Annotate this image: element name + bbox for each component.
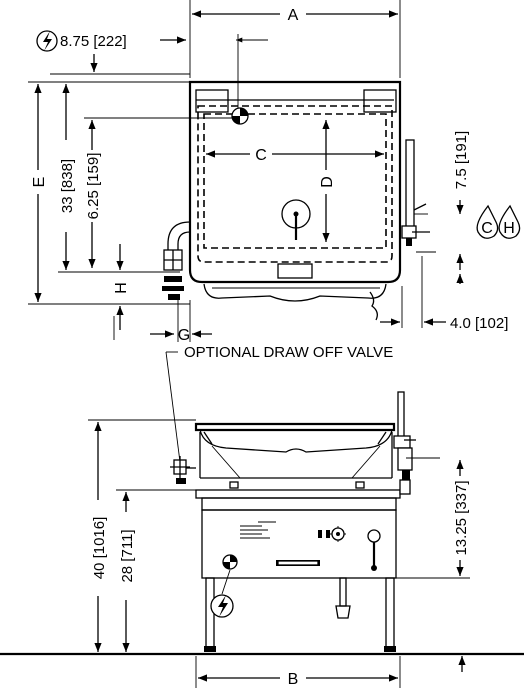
front-faucet [393,391,440,495]
tilt-handwheel [367,529,381,571]
draw-off-valve-callout: OPTIONAL DRAW OFF VALVE [165,344,393,463]
dimension-e: E [28,81,190,305]
dim-13-25: 13.25 [337] [453,480,470,555]
legs [204,577,396,652]
label-d: D [319,176,336,188]
gear-icon [330,526,346,542]
electric-bolt-icon [36,30,58,52]
label-g: G [178,327,190,344]
dimension-c: C [206,147,384,164]
dim-28: 28 [711] [119,529,136,582]
electric-connection-icon [231,107,249,125]
dimension-6-25: 6.25 [159] [58,117,236,273]
dim-8-75: 8.75 [222] [60,33,127,50]
dimension-d: D [319,120,336,242]
dimension-g: G [113,300,212,344]
front-view: OPTIONAL DRAW OFF VALVE 40 [1016] 28 [71… [0,344,524,688]
top-view-faucet [401,139,436,253]
dimension-28: 28 [711] [116,489,196,652]
kettle-front-outline [194,422,401,499]
callout-draw-off-valve: OPTIONAL DRAW OFF VALVE [184,344,393,361]
dimension-a: A [189,0,401,78]
dimension-4-0: 4.0 [102] [369,256,508,332]
label-b: B [288,671,299,688]
svg-text:C: C [481,220,493,237]
top-view-draw-off-valve [162,221,191,300]
console-cabinet [201,497,397,579]
control-labels-block [240,521,276,539]
electric-bolt-icon [210,569,234,618]
label-h: H [113,282,130,294]
dim-4-0: 4.0 [102] [450,315,508,332]
dimension-h: H [108,244,190,330]
dim-33: 33 [838] [59,159,76,213]
dim-7-5: 7.5 [191] [453,131,470,189]
dimension-33: 33 [838] [59,84,76,270]
dim-40: 40 [1016] [91,517,108,580]
water-drop-hot-icon: H [498,204,521,239]
water-drop-cold-icon: C [476,204,499,239]
dim-6-25: 6.25 [159] [85,153,102,220]
kettle-top-outline [188,80,402,302]
dimension-7-5: 7.5 [191] [453,131,470,270]
dimension-13-25: 13.25 [337] [396,460,470,579]
electric-offset-dimension: 8.75 [222] [36,30,268,112]
electric-inlet [222,554,238,570]
svg-text:H: H [503,220,515,237]
center-drain [281,199,311,240]
front-draw-off-valve [170,456,196,484]
dimension-40: 40 [1016] [88,419,196,652]
dimension-b: B [195,656,401,688]
top-view: A 8.75 [222] E 33 [28,0,521,344]
label-e: E [31,177,48,188]
label-a: A [288,7,299,24]
label-c: C [255,147,267,164]
